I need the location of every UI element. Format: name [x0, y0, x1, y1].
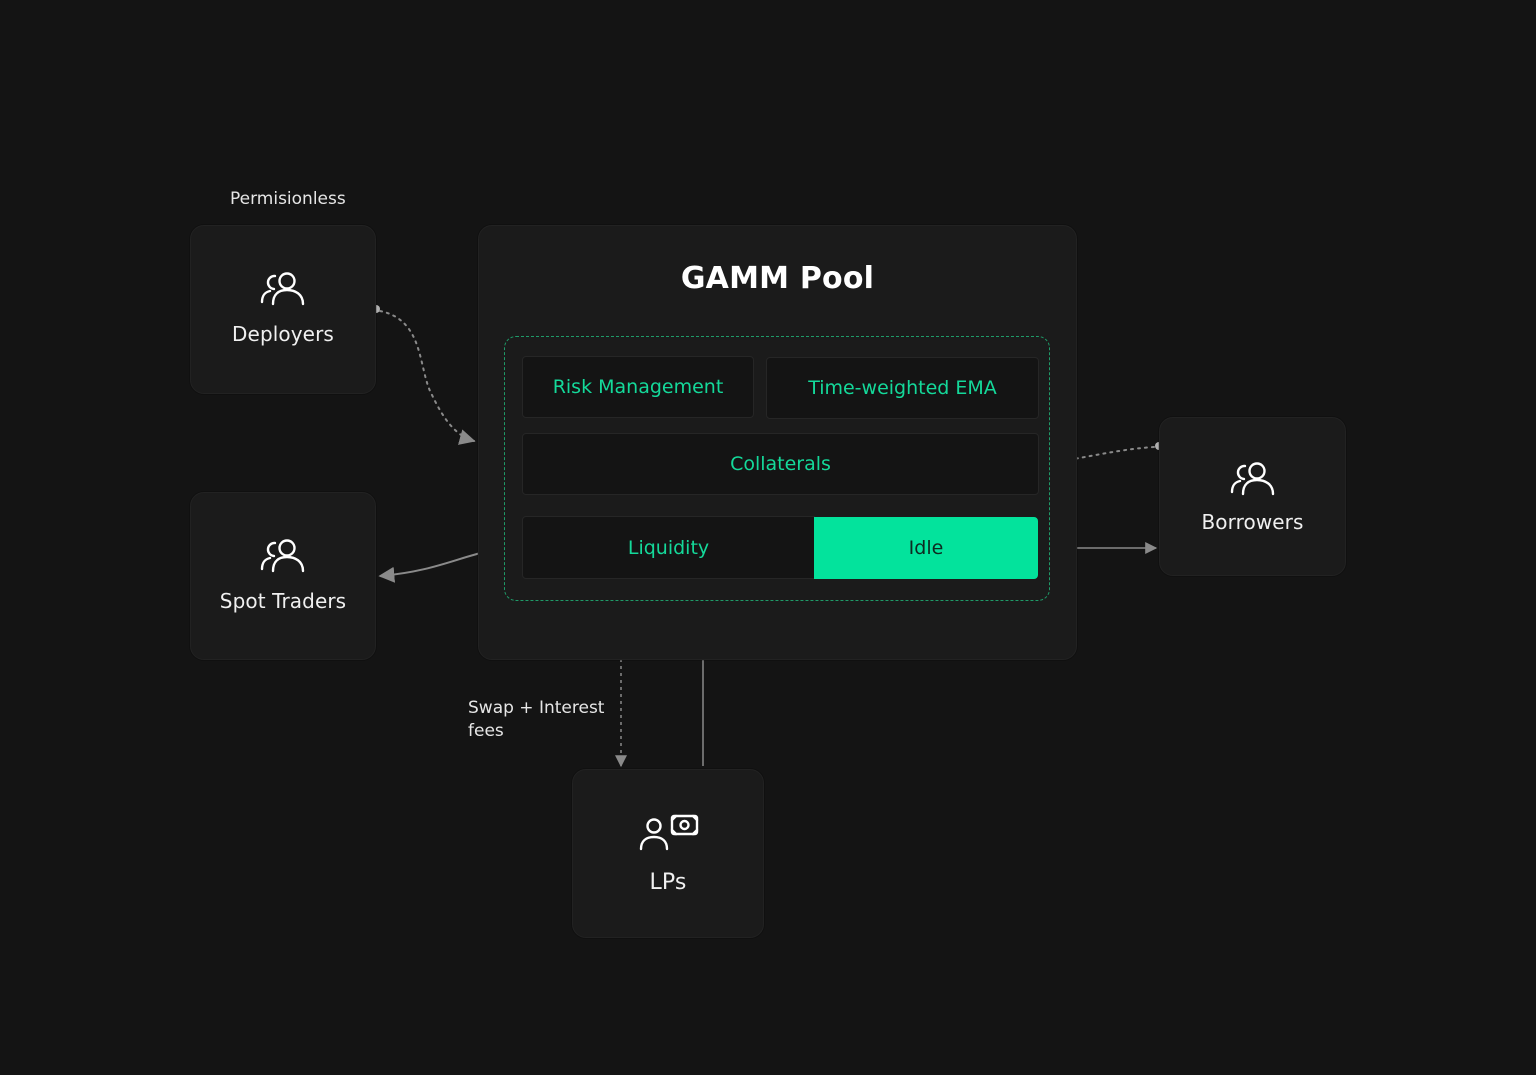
pool-title: GAMM Pool: [680, 261, 875, 296]
risk-management-module[interactable]: Risk Management: [522, 356, 754, 418]
lps-label: LPs: [649, 870, 687, 895]
time-weighted-ema-module[interactable]: Time-weighted EMA: [766, 357, 1039, 419]
borrowers-label: Borrowers: [1201, 510, 1304, 534]
borrowers-card[interactable]: Borrowers: [1159, 417, 1346, 576]
spot-traders-card[interactable]: Spot Traders: [190, 492, 376, 660]
user-money-icon: [573, 814, 763, 852]
deployers-label: Deployers: [232, 322, 334, 346]
fees-label: Swap + Interest fees: [468, 698, 605, 741]
users-icon: [1160, 460, 1345, 498]
pool-modules-container: [504, 336, 1050, 601]
deployers-to-pool-connector: [372, 305, 476, 445]
liquidity-module[interactable]: Liquidity: [522, 516, 815, 579]
permissionless-label: Permisionless: [230, 189, 346, 209]
idle-module[interactable]: Idle: [814, 517, 1038, 579]
users-icon: [191, 270, 375, 308]
lps-card[interactable]: LPs: [572, 769, 764, 938]
deployers-card[interactable]: Deployers: [190, 225, 376, 394]
users-icon: [191, 537, 375, 575]
collaterals-module[interactable]: Collaterals: [522, 433, 1039, 495]
spot-traders-label: Spot Traders: [219, 589, 347, 613]
